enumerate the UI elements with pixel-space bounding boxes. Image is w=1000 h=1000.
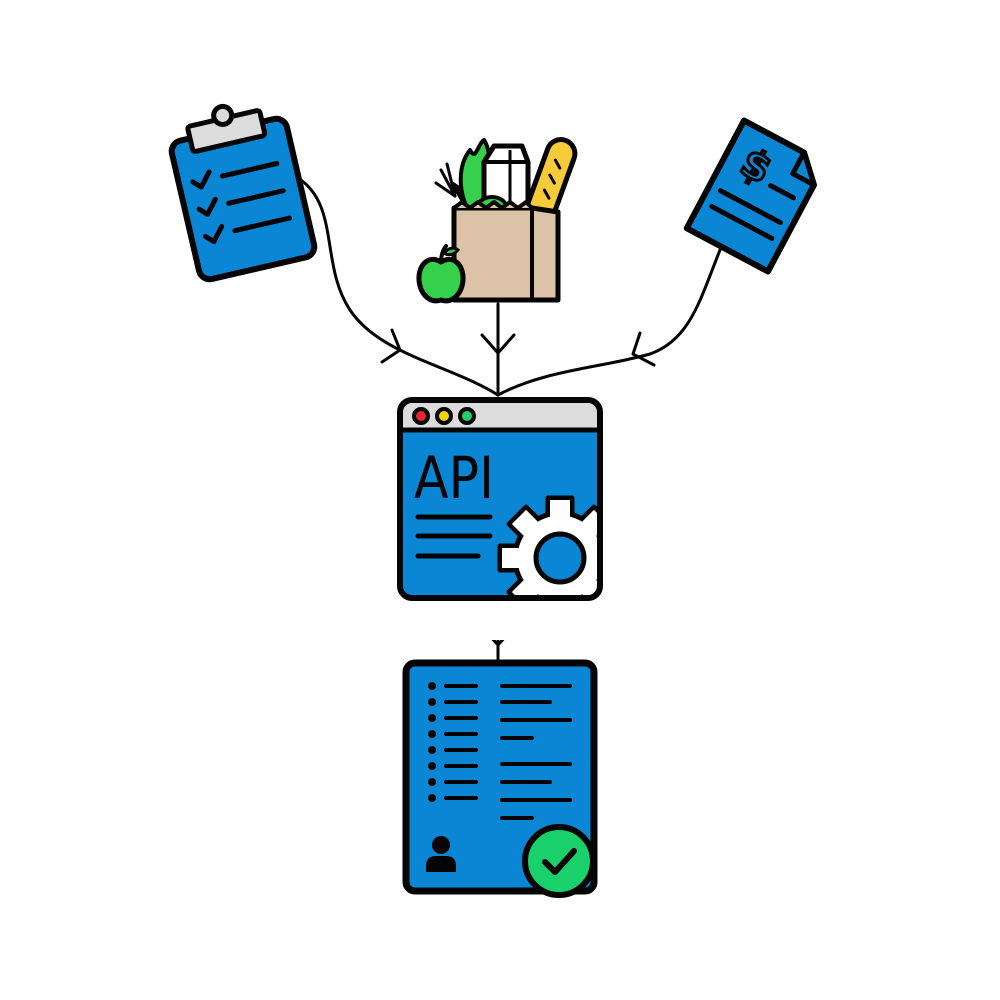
- edge-groceries-arrowhead: [480, 333, 516, 355]
- edge-invoice-arrowhead: [631, 331, 656, 367]
- connectors: [296, 176, 722, 664]
- edge-invoice-to-api: [496, 248, 722, 397]
- approved-list-document-icon: [402, 659, 598, 898]
- window-dot-red: [412, 407, 430, 425]
- edge-checklist-arrowhead: [380, 328, 402, 364]
- check-badge-icon: [522, 824, 596, 898]
- list-lines: [444, 684, 572, 820]
- window-dot-yellow: [435, 407, 453, 425]
- clipboard-checklist-icon: [168, 103, 318, 283]
- api-label: API: [414, 444, 494, 512]
- dollar-document-icon: $: [683, 117, 817, 275]
- list-bullets: [428, 682, 436, 802]
- api-window-gear-icon: API: [380, 397, 660, 640]
- user-icon: [426, 836, 456, 872]
- edge-checklist-to-api: [296, 176, 500, 397]
- window-dot-green: [458, 407, 476, 425]
- grocery-bag-icon: [416, 137, 578, 304]
